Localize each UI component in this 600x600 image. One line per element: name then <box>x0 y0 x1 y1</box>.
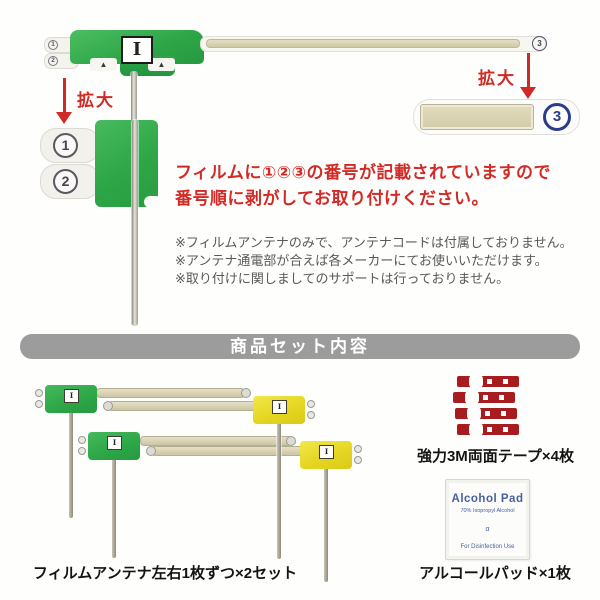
rod-connector-icon <box>146 446 156 456</box>
tab-dot-icon <box>78 436 86 444</box>
marker-3-icon: 3 <box>543 103 571 131</box>
tape-hole <box>487 427 492 432</box>
marker-1-icon: 1 <box>48 40 58 50</box>
tape-hole <box>503 379 508 384</box>
set-rod-vertical <box>324 468 328 582</box>
tab-dot-icon <box>35 389 43 397</box>
double-sided-tape <box>455 407 517 420</box>
tape-hole <box>483 395 488 400</box>
alcohol-pad-name: Alcohol Pad <box>451 493 524 505</box>
note-1: ※フィルムアンテナのみで、アンテナコードは付属しておりません。 <box>175 235 573 250</box>
double-sided-tape <box>453 391 515 404</box>
rod-connector-icon <box>241 388 251 398</box>
set-rod <box>96 388 245 398</box>
tape-hole <box>485 411 490 416</box>
element-label-box: I <box>121 36 153 64</box>
alcohol-pad-use: For Disinfection Use <box>460 544 515 550</box>
instruction-line-2: 番号順に剥がしてお取り付けください。 <box>175 189 489 208</box>
tape-gap <box>469 375 483 388</box>
alcohol-pad-packet: Alcohol Pad 70% Isopropyl Alcohol α For … <box>445 479 530 560</box>
element-chip: I <box>64 389 79 403</box>
marker-2-icon: 2 <box>53 169 78 194</box>
marker-2-icon: 2 <box>48 56 58 66</box>
tape-gap <box>467 407 481 420</box>
zoom-arrow-left <box>63 78 66 114</box>
element-chip: I <box>272 400 287 414</box>
antenna-film-enlarged <box>95 120 158 207</box>
set-rod-vertical <box>69 412 73 518</box>
note-3: ※取り付けに関しましてのサポートは行っておりません。 <box>175 271 510 286</box>
tape-hole <box>499 395 504 400</box>
film-tab-2-enlarged: 2 <box>40 164 100 199</box>
rod-connector-icon <box>286 436 296 446</box>
tab-dot-icon <box>354 445 362 453</box>
tab-dot-icon <box>35 400 43 408</box>
tape-hole <box>503 427 508 432</box>
zoom-arrow-right <box>527 53 530 89</box>
double-sided-tape <box>457 423 519 436</box>
tab-dot-icon <box>354 456 362 464</box>
film-antenna-right-2: I <box>300 441 362 469</box>
triangle-icon: ▲ <box>157 60 166 69</box>
film-antenna-left-2: I <box>78 432 140 460</box>
marker-3-icon: 3 <box>532 36 547 51</box>
antenna-set-caption: フィルムアンテナ左右1枚ずつ×2セット <box>32 565 298 582</box>
tab-dot-icon <box>307 411 315 419</box>
set-rod <box>140 436 292 446</box>
pad-caption: アルコールパッド×1枚 <box>419 565 571 582</box>
film-corner-notch <box>144 196 162 208</box>
note-2: ※アンテナ通電部が合えば各メーカーにてお使いいただけます。 <box>175 253 548 268</box>
section-banner: 商品セット内容 <box>20 334 580 359</box>
set-rod <box>151 446 305 456</box>
element-chip: I <box>107 436 122 450</box>
antenna-rod-core <box>206 39 520 48</box>
tape-hole <box>487 379 492 384</box>
peel-notch-right: ▲ <box>148 58 175 71</box>
tape-caption: 強力3M両面テープ×4枚 <box>416 448 575 465</box>
rod-connector-icon <box>103 401 113 411</box>
film-antenna-left-1: I <box>35 385 97 413</box>
set-rod-vertical <box>112 459 116 558</box>
double-sided-tape <box>457 375 519 388</box>
zoom-arrowhead-right-icon <box>520 87 536 99</box>
zoom-arrowhead-left-icon <box>56 112 72 124</box>
set-rod <box>108 401 260 411</box>
antenna-rod-vertical-overlay <box>132 120 138 326</box>
tape-hole <box>501 411 506 416</box>
alcohol-pad-spec: 70% Isopropyl Alcohol <box>460 508 515 514</box>
tape-gap <box>469 423 483 436</box>
alcohol-pad-mark: α <box>485 526 490 533</box>
film-antenna-right-1: I <box>253 396 315 424</box>
zoom-label-left: 拡大 <box>77 91 115 110</box>
peel-notch-left: ▲ <box>90 58 117 71</box>
triangle-icon: ▲ <box>99 60 108 69</box>
tab-dot-icon <box>307 400 315 408</box>
zoom-label-right: 拡大 <box>478 69 516 88</box>
set-rod-vertical <box>277 423 281 559</box>
instruction-line-1: フィルムに①②③の番号が記載されていますので <box>175 163 551 182</box>
tab-dot-icon <box>78 447 86 455</box>
element-chip: I <box>319 445 334 459</box>
marker-1-icon: 1 <box>53 133 78 158</box>
tape-gap <box>465 391 479 404</box>
film-tab-1-enlarged: 1 <box>40 128 100 163</box>
rod-tip-contact <box>420 104 534 130</box>
